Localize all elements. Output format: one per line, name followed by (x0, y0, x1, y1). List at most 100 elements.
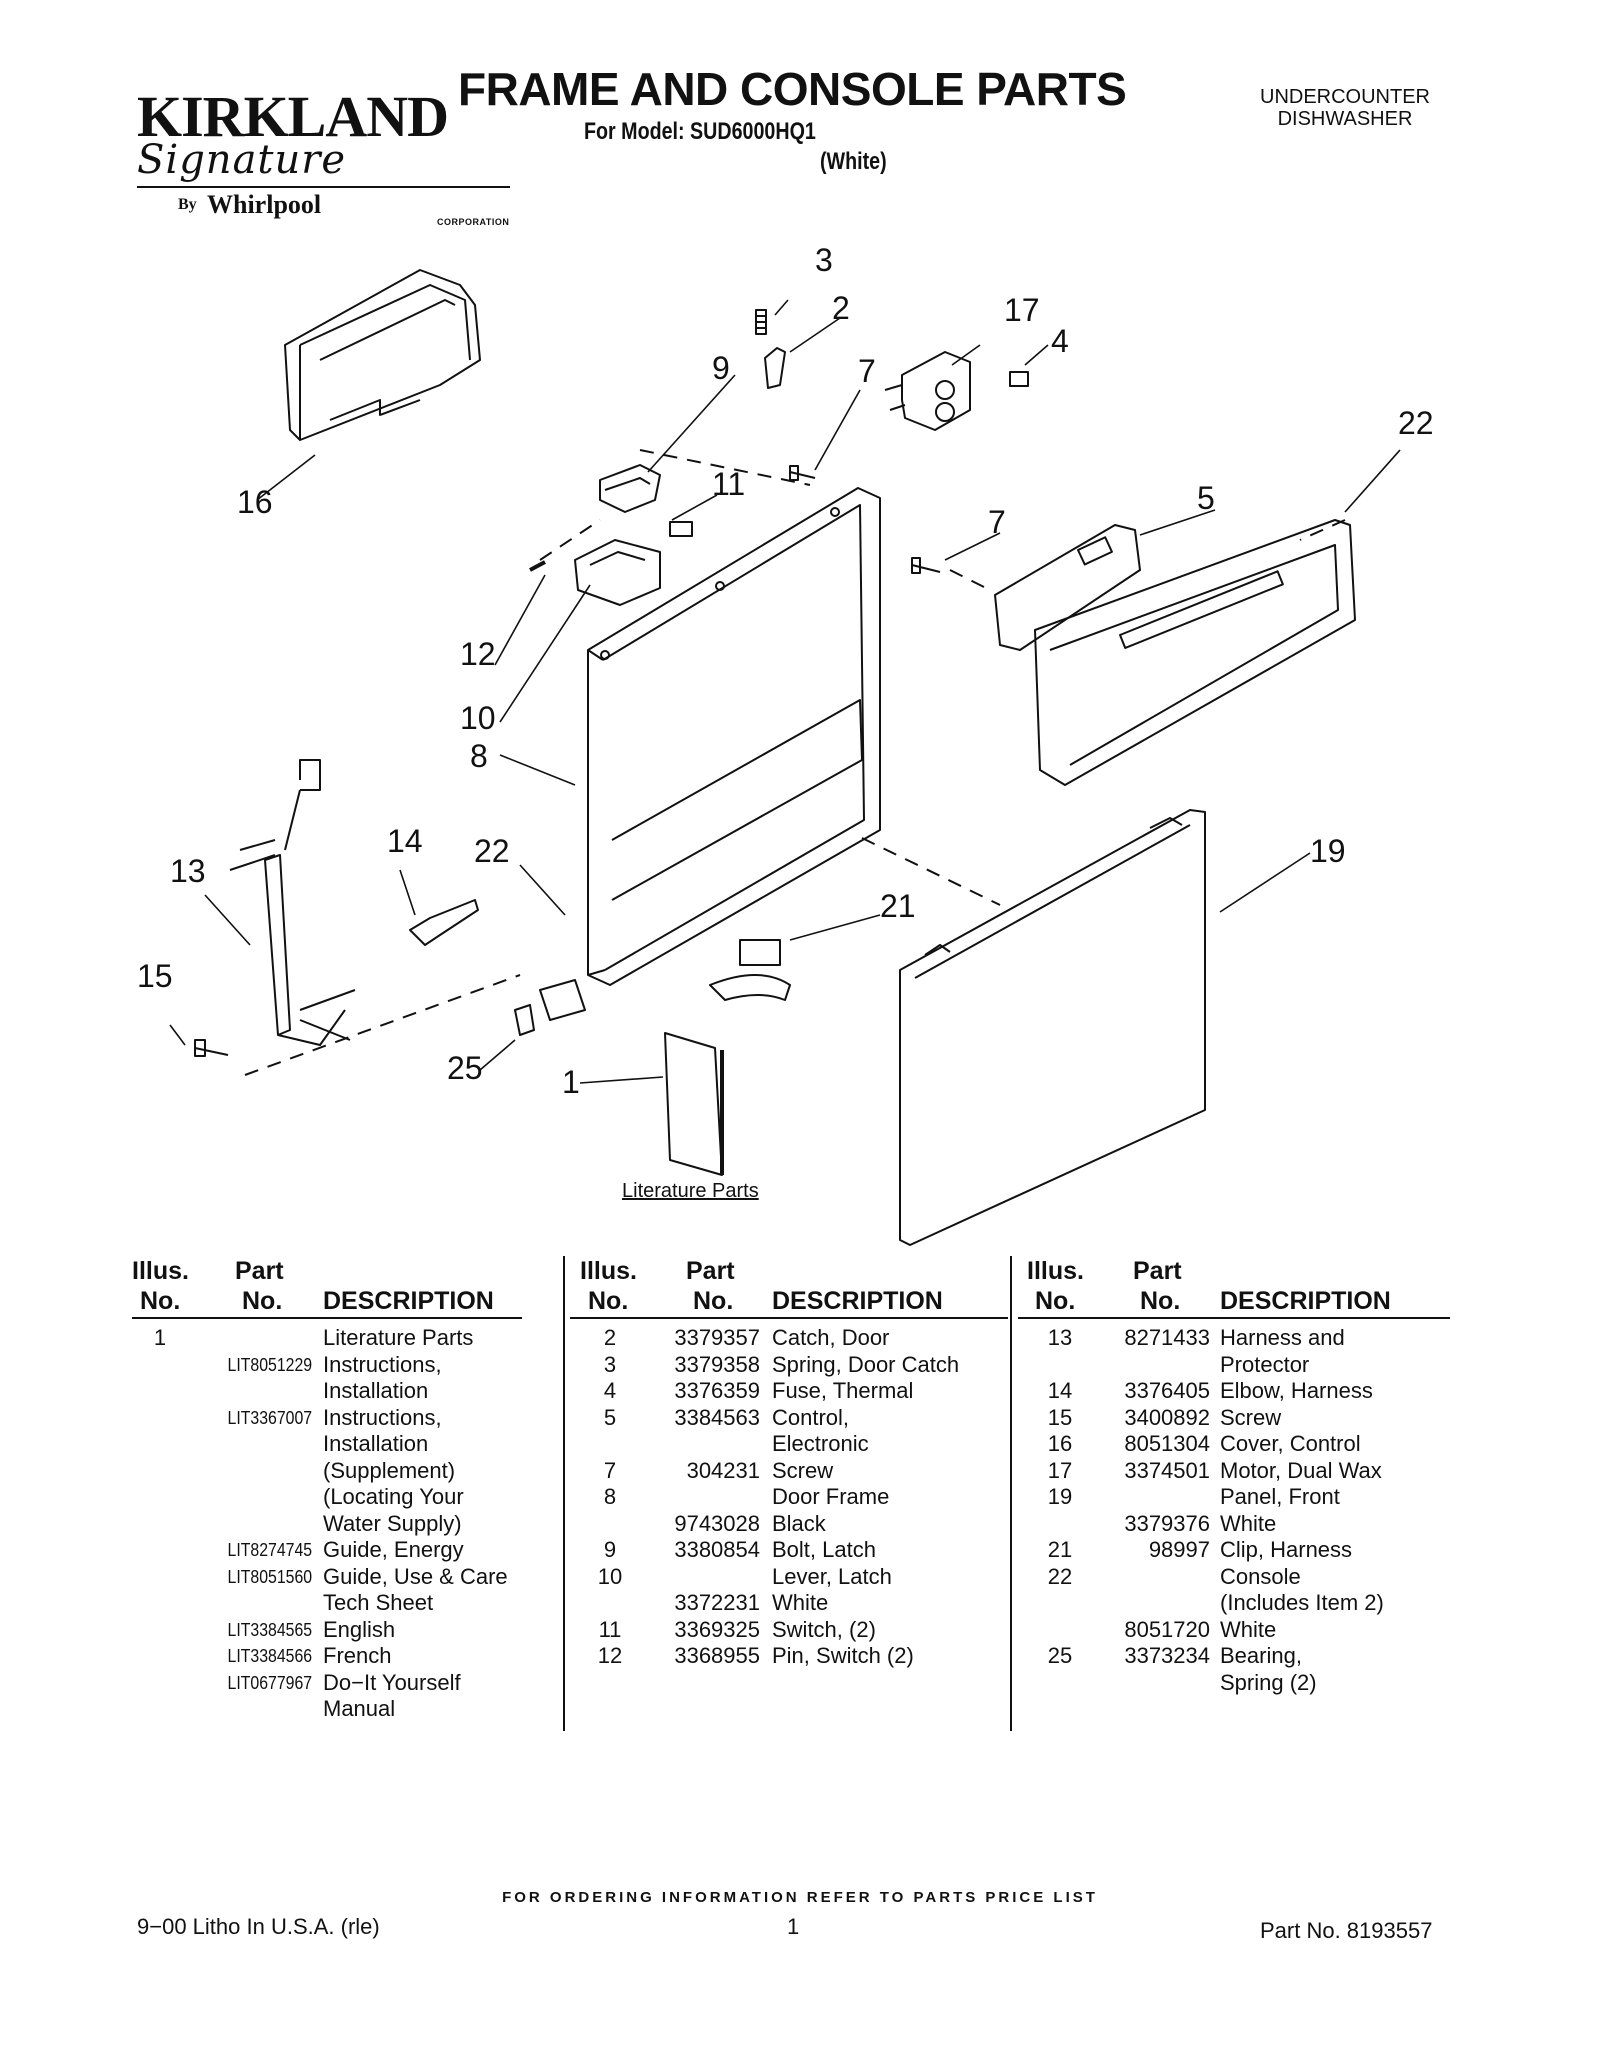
description-cell: (Supplement) (323, 1457, 456, 1483)
part-clip (709, 974, 791, 1001)
part-door-frame (539, 487, 881, 1021)
description-cell: Installation (323, 1431, 429, 1456)
illus-number: 11 (598, 1616, 622, 1642)
callout-19: 19 (1310, 833, 1346, 869)
callout-16: 16 (237, 484, 273, 520)
description-cell: (Includes Item 2) (1220, 1590, 1384, 1615)
part-number-cell: 98997 (1148, 1537, 1210, 1562)
part-number-cell: 3376359 (674, 1378, 760, 1403)
part-number-cell: LIT3384566 (227, 1646, 312, 1666)
part-number-cell: LIT8274745 (227, 1540, 312, 1560)
callout-13: 13 (170, 853, 206, 889)
part-control-cover (284, 269, 481, 441)
part-number-cell: 8051720 (1124, 1616, 1210, 1642)
illus-number: 16 (1047, 1431, 1073, 1456)
description-cell: Guide, Use & Care (323, 1563, 508, 1589)
description-cell: Do−It Yourself (323, 1669, 461, 1695)
description-cell: White (1220, 1510, 1277, 1536)
part-number-cell: LIT3367007 (227, 1407, 312, 1428)
callout-2: 2 (832, 290, 850, 326)
guide-lines (244, 449, 1346, 1076)
description-cell: Switch, (2) (772, 1616, 876, 1642)
description-cell: Black (772, 1510, 826, 1536)
part-number-cell: 8271433 (1124, 1325, 1210, 1350)
header-desc-2: DESCRIPTION (772, 1287, 943, 1315)
table-row: (Includes Item 2) (0, 1590, 1600, 1617)
part-catch (764, 347, 786, 389)
header-desc-3: DESCRIPTION (1220, 1287, 1391, 1315)
callout-5: 5 (1197, 480, 1215, 516)
header-part-3: Part No. (1133, 1257, 1182, 1315)
description-cell: White (1220, 1616, 1277, 1642)
part-switch (669, 521, 693, 537)
illus-number: 1 (153, 1325, 167, 1350)
callout-9: 9 (712, 350, 730, 386)
litho-info: 9−00 Litho In U.S.A. (rle) (137, 1914, 380, 1939)
brand-logo: KIRKLAND (137, 84, 449, 149)
description-cell: Tech Sheet (323, 1590, 434, 1615)
description-cell: Elbow, Harness (1220, 1378, 1373, 1403)
description-cell: Spring (2) (1220, 1669, 1317, 1695)
callout-17: 17 (1004, 292, 1040, 328)
part-switch-pin (529, 560, 546, 572)
description-cell: Literature Parts (323, 1325, 474, 1350)
part-clip-top (739, 939, 781, 966)
illus-number: 4 (603, 1378, 617, 1403)
callout-15: 15 (137, 958, 173, 994)
description-cell: Screw (1220, 1404, 1282, 1430)
table-row: 8051720 White (0, 1617, 1600, 1644)
description-cell: Catch, Door (772, 1325, 890, 1350)
header-illus-1: Illus. No. (132, 1257, 189, 1315)
header-part-2: Part No. (686, 1257, 735, 1315)
table-row: 4 3376359 Fuse, Thermal (0, 1378, 1600, 1405)
page-number: 1 (787, 1914, 800, 1939)
description-cell: Water Supply) (323, 1510, 462, 1536)
callout-14: 14 (387, 823, 423, 859)
part-electronic-control (994, 524, 1141, 651)
logo-by: By (178, 196, 197, 213)
description-cell: Fuse, Thermal (772, 1378, 914, 1403)
illus-number: 2 (603, 1325, 617, 1350)
illus-number: 17 (1047, 1457, 1073, 1483)
table-row: Tech Sheet (0, 1590, 1600, 1617)
part-bearing (514, 1004, 535, 1036)
header-illus-2: Illus. No. (580, 1257, 637, 1315)
part-number-cell: 3372231 (674, 1590, 760, 1615)
illus-number: 21 (1047, 1537, 1073, 1562)
table-row: Installation (0, 1378, 1600, 1405)
illus-number: 7 (603, 1457, 617, 1483)
part-harness (229, 759, 356, 1046)
illus-number: 5 (603, 1404, 617, 1430)
literature-parts-label: Literature Parts (622, 1180, 759, 1202)
maker-suffix: CORPORATION (437, 217, 510, 227)
product-type: UNDERCOUNTER DISHWASHER (1230, 86, 1460, 130)
header-part-1: Part No. (235, 1257, 284, 1315)
callout-11: 11 (712, 466, 746, 502)
callout-22-console: 22 (1398, 405, 1434, 441)
column-divider-1 (563, 1256, 565, 1731)
header-rule-2 (570, 1317, 1008, 1319)
description-cell: Bolt, Latch (772, 1537, 876, 1562)
logo-divider (137, 186, 510, 188)
color-line: (White) (820, 148, 887, 175)
ordering-note: FOR ORDERING INFORMATION REFER TO PARTS … (502, 1889, 1098, 1906)
header-illus-3: Illus. No. (1027, 1257, 1084, 1315)
model-line: For Model: SUD6000HQ1 (584, 118, 816, 145)
part-screw-lower (911, 557, 941, 574)
part-number-cell: 3374501 (1124, 1457, 1210, 1483)
table-row: Spring (2) (0, 1670, 1600, 1697)
description-cell: Bearing, (1220, 1643, 1302, 1668)
part-number-cell: 3373234 (1124, 1643, 1210, 1668)
